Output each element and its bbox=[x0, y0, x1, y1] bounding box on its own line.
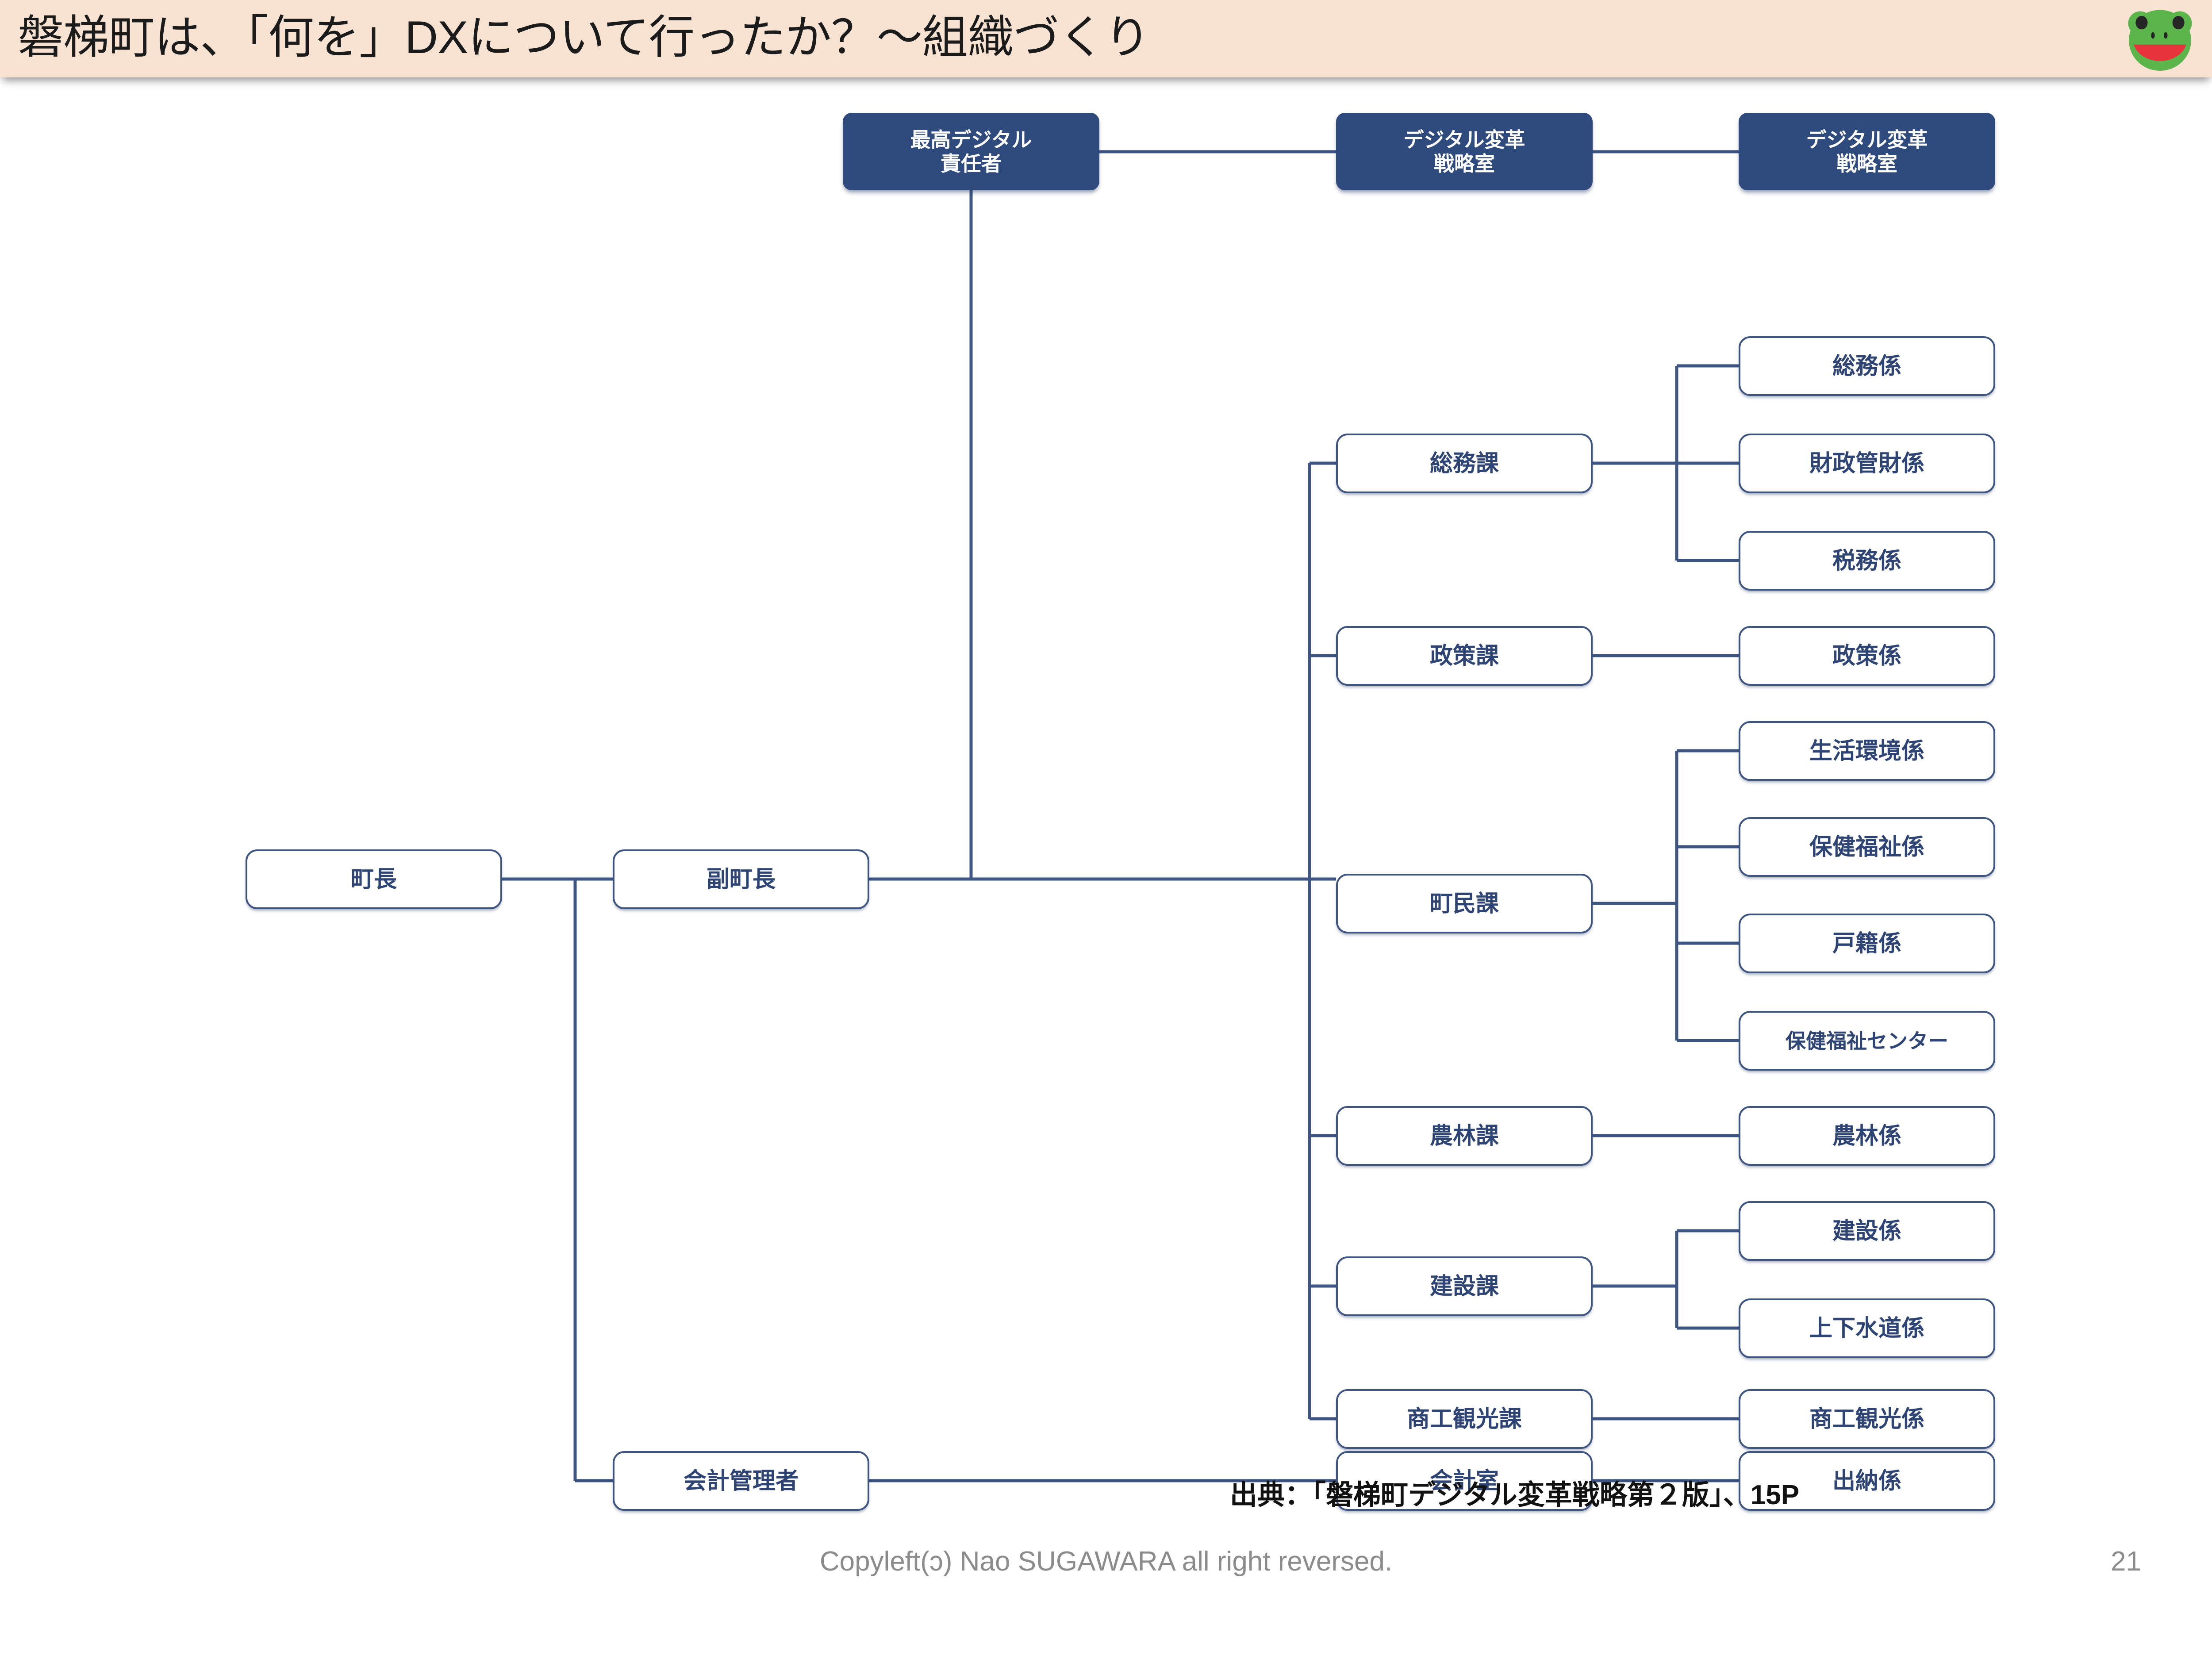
org-node-zaiseikanzai: 財政管財係 bbox=[1739, 434, 1995, 493]
copyright-notice: Copyleft(ɔ) Nao SUGAWARA all right rever… bbox=[819, 1546, 1393, 1577]
org-node-suito: 出納係 bbox=[1739, 1451, 1995, 1511]
org-node-nourin: 農林係 bbox=[1739, 1106, 1995, 1166]
org-node-kensetsuka: 建設課 bbox=[1336, 1256, 1593, 1316]
org-node-accountmgr: 会計管理者 bbox=[613, 1451, 869, 1511]
org-node-soumuka: 総務課 bbox=[1336, 434, 1593, 493]
org-node-seisakuka: 政策課 bbox=[1336, 626, 1593, 686]
org-node-shoukouka: 商工観光課 bbox=[1336, 1389, 1593, 1449]
org-node-josuido: 上下水道係 bbox=[1739, 1298, 1995, 1358]
org-node-dx2: デジタル変革 戦略室 bbox=[1739, 113, 1995, 190]
org-node-soumugakari: 総務係 bbox=[1739, 336, 1995, 396]
org-node-seisakugakari: 政策係 bbox=[1739, 626, 1995, 686]
org-node-seikatsu: 生活環境係 bbox=[1739, 721, 1995, 781]
org-node-dx1: デジタル変革 戦略室 bbox=[1336, 113, 1593, 190]
org-node-hokencenter: 保健福祉センター bbox=[1739, 1011, 1995, 1071]
org-node-cdo: 最高デジタル 責任者 bbox=[843, 113, 1099, 190]
org-node-nourinka: 農林課 bbox=[1336, 1106, 1593, 1166]
org-node-mayor: 町長 bbox=[246, 849, 502, 909]
org-node-chominka: 町民課 bbox=[1336, 874, 1593, 933]
frog-face-icon bbox=[2128, 10, 2192, 71]
org-node-kensetsu: 建設係 bbox=[1739, 1201, 1995, 1261]
org-node-koseki: 戸籍係 bbox=[1739, 914, 1995, 973]
org-chart: 最高デジタル 責任者 デジタル変革 戦略室 デジタル変革 戦略室町長 副町長会計管理者… bbox=[0, 77, 2212, 1511]
page-number: 21 bbox=[2111, 1546, 2141, 1577]
org-node-kaikeishitsu: 会計室 bbox=[1336, 1451, 1593, 1511]
org-node-zeimu: 税務係 bbox=[1739, 531, 1995, 591]
org-node-shoukou: 商工観光係 bbox=[1739, 1389, 1995, 1449]
source-citation: 出典：「磐梯町デジタル変革戦略第２版」、15P bbox=[1230, 1480, 1800, 1510]
slide-header-bar: 磐梯町は、「何を」DXについて行ったか？〜組織づくり bbox=[0, 0, 2212, 77]
org-chart-connectors bbox=[502, 150, 1739, 1482]
org-node-hokenfukushi: 保健福祉係 bbox=[1739, 817, 1995, 877]
org-node-vicemayor: 副町長 bbox=[613, 849, 869, 909]
page-title: 磐梯町は、「何を」DXについて行ったか？〜組織づくり bbox=[18, 12, 1150, 63]
